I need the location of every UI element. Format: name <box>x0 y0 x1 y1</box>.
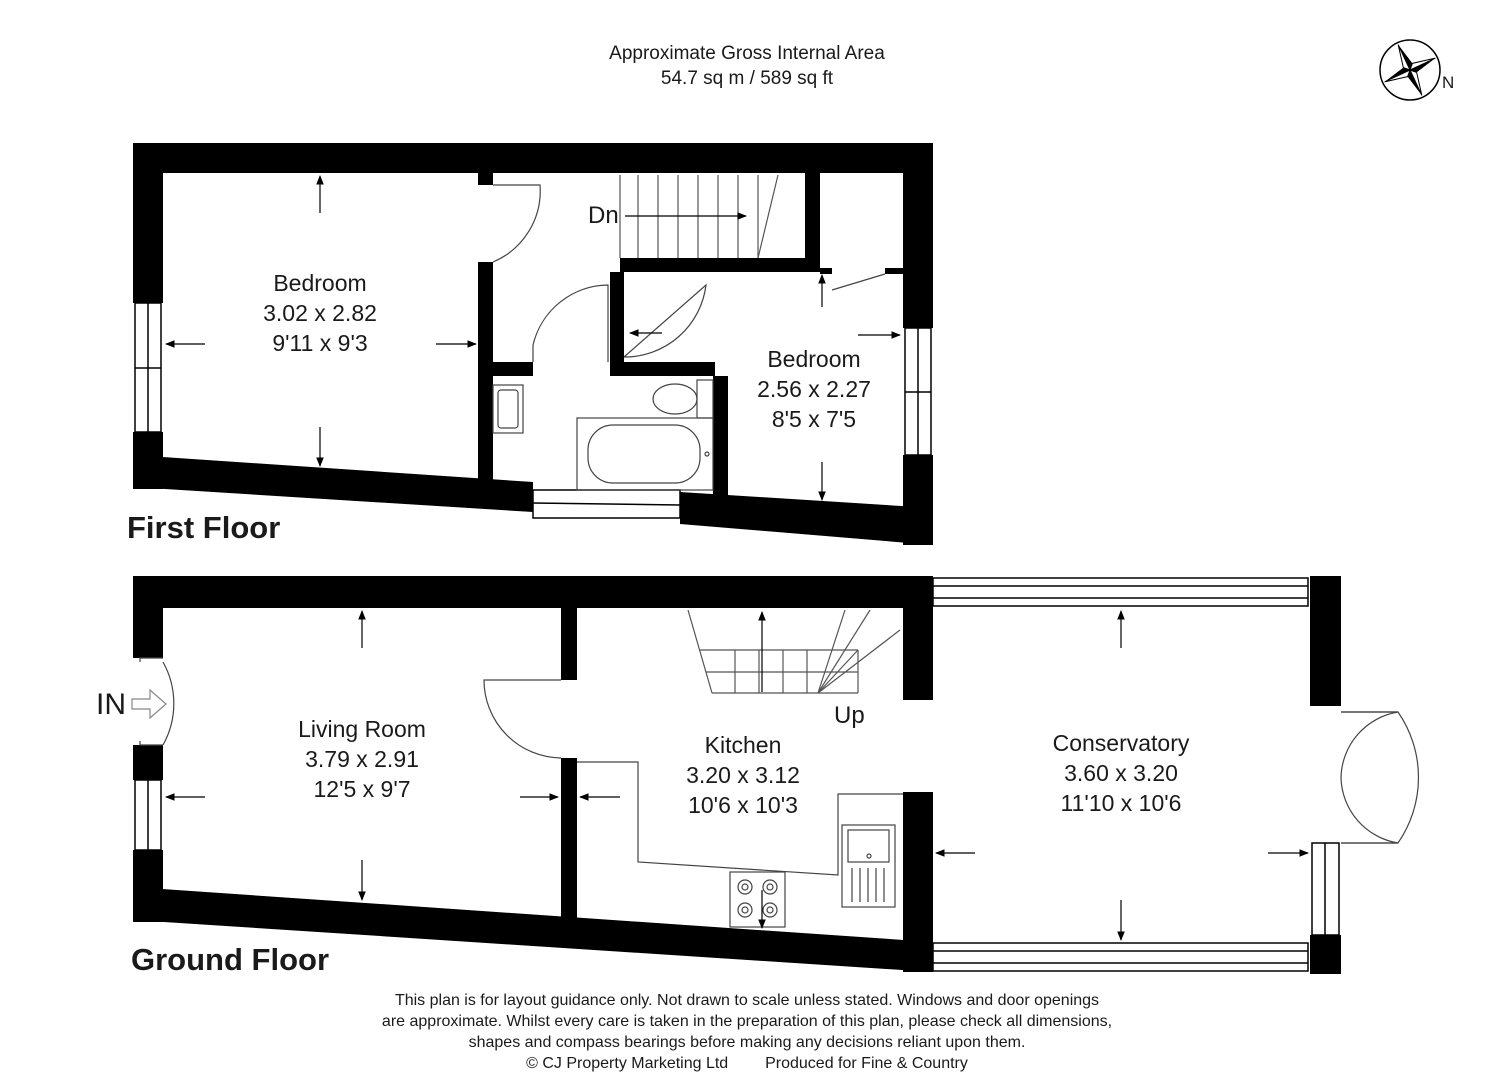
room-imperial: 10'6 x 10'3 <box>688 792 798 818</box>
disclaimer-line-3: shapes and compass bearings before makin… <box>468 1034 1026 1051</box>
first-floor-doors <box>492 184 886 362</box>
stairs-down-label: Dn <box>588 202 619 229</box>
ground-floor-dimension-arrows <box>165 610 1309 941</box>
bathroom-fixtures <box>492 379 714 491</box>
room-metric: 3.60 x 3.20 <box>1064 760 1178 786</box>
room-imperial: 11'10 x 10'6 <box>1060 790 1182 816</box>
first-floor-title: First Floor <box>127 510 281 545</box>
area-title: Approximate Gross Internal Area <box>609 43 885 64</box>
room-living-room: Living Room 3.79 x 2.91 12'5 x 9'7 <box>298 714 426 804</box>
room-metric: 3.79 x 2.91 <box>305 746 419 772</box>
stairs-up-label: Up <box>834 702 865 729</box>
ground-floor-doors <box>139 657 1420 844</box>
area-value: 54.7 sq m / 589 sq ft <box>660 68 834 89</box>
first-floor-walls <box>133 143 933 545</box>
room-imperial: 9'11 x 9'3 <box>272 330 368 356</box>
entrance-arrow <box>131 688 167 720</box>
room-bedroom-1: Bedroom 3.02 x 2.82 9'11 x 9'3 <box>263 268 377 358</box>
room-imperial: 12'5 x 9'7 <box>313 776 411 802</box>
entrance-label: IN <box>96 688 126 721</box>
room-name: Bedroom <box>273 270 367 296</box>
room-name: Living Room <box>298 716 426 742</box>
first-floor-dimension-arrows <box>165 175 901 501</box>
credits-line: © CJ Property Marketing Ltd Produced for… <box>0 1053 1494 1074</box>
kitchen-fixtures <box>577 761 903 928</box>
room-kitchen: Kitchen 3.20 x 3.12 10'6 x 10'3 <box>686 730 800 820</box>
ground-floor-windows <box>134 577 1340 972</box>
first-floor-stairs <box>619 174 779 259</box>
room-metric: 3.02 x 2.82 <box>263 300 377 326</box>
disclaimer-line-2: are approximate. Whilst every care is ta… <box>381 1013 1113 1030</box>
compass-rose-icon <box>1379 39 1441 101</box>
room-imperial: 8'5 x 7'5 <box>771 406 857 432</box>
room-metric: 3.20 x 3.12 <box>686 762 800 788</box>
compass-north-label: N <box>1442 73 1455 92</box>
first-floor-windows <box>134 302 932 519</box>
room-conservatory: Conservatory 3.60 x 3.20 11'10 x 10'6 <box>1053 728 1190 818</box>
ground-floor-walls <box>133 576 1341 974</box>
room-bedroom-2: Bedroom 2.56 x 2.27 8'5 x 7'5 <box>757 344 871 434</box>
ground-floor-stairs <box>687 609 901 694</box>
room-name: Bedroom <box>767 346 861 372</box>
ground-floor-title: Ground Floor <box>131 942 330 977</box>
disclaimer-line-1: This plan is for layout guidance only. N… <box>394 992 1100 1009</box>
room-name: Conservatory <box>1052 730 1190 756</box>
produced-for-text: Produced for Fine & Country <box>765 1055 968 1072</box>
copyright-text: © CJ Property Marketing Ltd <box>526 1055 729 1072</box>
room-name: Kitchen <box>704 732 782 758</box>
room-metric: 2.56 x 2.27 <box>757 376 871 402</box>
